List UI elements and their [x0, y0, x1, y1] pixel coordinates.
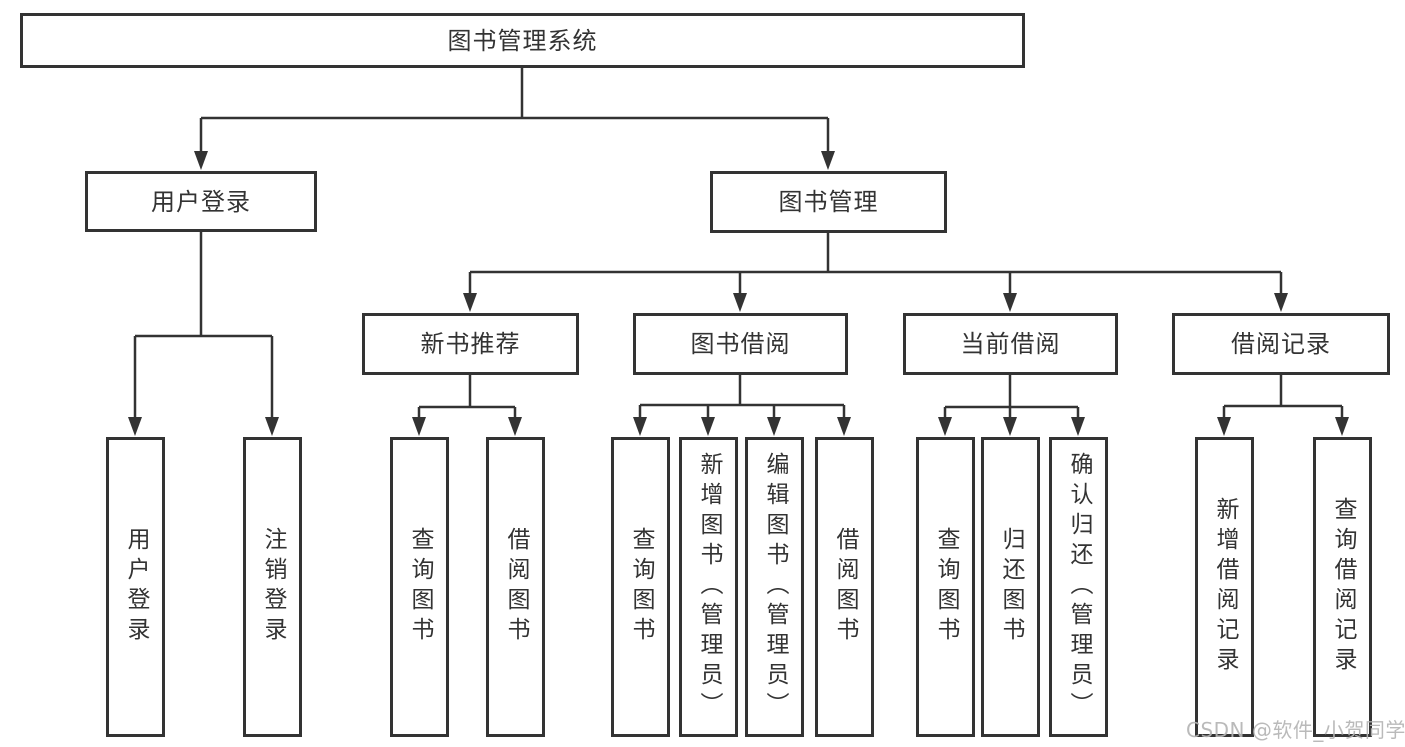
watermark: CSDN @软件_小贺同学 [1186, 718, 1405, 742]
arrow-down-icon [463, 293, 477, 312]
arrow-down-icon [1071, 417, 1085, 436]
leaf-user-login-label: 用户登录 [123, 527, 149, 647]
arrow-down-icon [1003, 293, 1017, 312]
arrow-down-icon [837, 417, 851, 436]
leaf-query-books-current: 查询图书 [916, 437, 975, 737]
node-current-borrowing-label: 当前借阅 [960, 330, 1061, 358]
arrowhead-icons [128, 151, 1349, 436]
node-user-login-label: 用户登录 [151, 187, 251, 216]
leaf-query-books-recommend: 查询图书 [390, 437, 449, 737]
arrow-down-icon [938, 417, 952, 436]
node-current-borrowing: 当前借阅 [903, 313, 1118, 375]
node-book-management: 图书管理 [710, 171, 947, 233]
leaf-borrow-books-borrowing-label: 借阅图书 [832, 527, 858, 647]
leaf-return-book-label: 归还图书 [998, 527, 1024, 647]
leaf-user-login: 用户登录 [106, 437, 165, 737]
leaf-query-books-current-label: 查询图书 [933, 527, 959, 647]
arrow-down-icon [128, 417, 142, 436]
leaf-add-borrow-record: 新增借阅记录 [1195, 437, 1254, 737]
leaf-query-books-borrowing: 查询图书 [611, 437, 670, 737]
node-book-borrowing: 图书借阅 [633, 313, 848, 375]
leaf-add-book-admin-label: 新增图书（管理员） [696, 452, 722, 722]
leaf-return-book: 归还图书 [981, 437, 1040, 737]
leaf-borrow-books-recommend-label: 借阅图书 [503, 527, 529, 647]
node-borrowing-records-label: 借阅记录 [1231, 330, 1331, 358]
node-book-management-label: 图书管理 [778, 188, 879, 216]
node-new-book-recommend-label: 新书推荐 [420, 330, 521, 358]
leaf-add-book-admin: 新增图书（管理员） [679, 437, 738, 737]
connector-paths [133, 68, 1344, 418]
leaf-query-books-borrowing-label: 查询图书 [628, 527, 654, 647]
arrow-down-icon [412, 417, 426, 436]
arrow-down-icon [265, 417, 279, 436]
node-new-book-recommend: 新书推荐 [362, 313, 579, 375]
leaf-edit-book-admin-label: 编辑图书（管理员） [762, 452, 788, 722]
leaf-confirm-return-admin: 确认归还（管理员） [1049, 437, 1108, 737]
arrow-down-icon [633, 417, 647, 436]
leaf-query-borrow-record: 查询借阅记录 [1313, 437, 1372, 737]
node-book-borrowing-label: 图书借阅 [690, 330, 791, 358]
arrow-down-icon [194, 151, 208, 170]
leaf-confirm-return-admin-label: 确认归还（管理员） [1066, 452, 1092, 722]
leaf-borrow-books-borrowing: 借阅图书 [815, 437, 874, 737]
node-borrowing-records: 借阅记录 [1172, 313, 1390, 375]
node-library-system: 图书管理系统 [20, 13, 1025, 68]
node-library-system-label: 图书管理系统 [447, 26, 598, 55]
leaf-query-borrow-record-label: 查询借阅记录 [1330, 497, 1356, 677]
arrow-down-icon [1335, 417, 1349, 436]
arrow-down-icon [767, 417, 781, 436]
leaf-logout: 注销登录 [243, 437, 302, 737]
arrow-down-icon [1274, 293, 1288, 312]
leaf-query-books-recommend-label: 查询图书 [407, 527, 433, 647]
arrow-down-icon [508, 417, 522, 436]
leaf-edit-book-admin: 编辑图书（管理员） [745, 437, 804, 737]
leaf-add-borrow-record-label: 新增借阅记录 [1212, 497, 1238, 677]
arrow-down-icon [1003, 417, 1017, 436]
arrow-down-icon [701, 417, 715, 436]
node-user-login: 用户登录 [85, 171, 317, 232]
leaf-borrow-books-recommend: 借阅图书 [486, 437, 545, 737]
arrow-down-icon [1217, 417, 1231, 436]
arrow-down-icon [733, 293, 747, 312]
leaf-logout-label: 注销登录 [260, 527, 286, 647]
arrow-down-icon [821, 151, 835, 170]
